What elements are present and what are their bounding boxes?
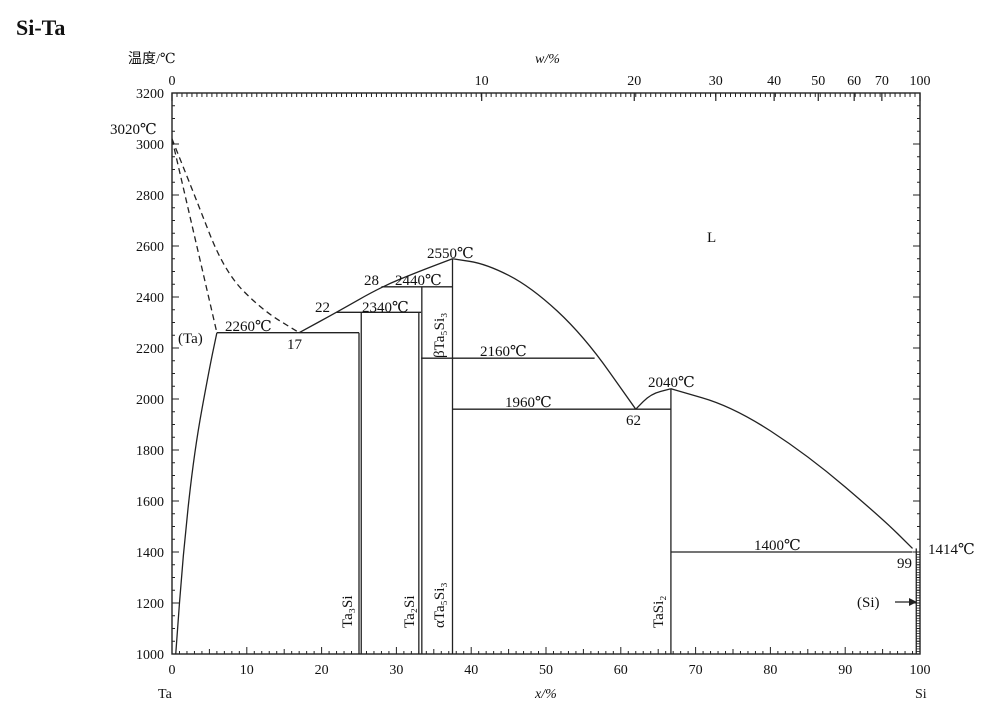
- y-axis-label: 温度/℃: [128, 51, 176, 67]
- top-tick-label: 20: [627, 74, 641, 89]
- phase-alpha-ta5si3: αTa₅Si₃: [432, 582, 448, 628]
- ta-solid-phase: (Ta): [178, 331, 203, 347]
- phase-boundary-line: [175, 332, 218, 655]
- si-melting-point: 1414℃: [928, 542, 975, 558]
- y-tick-label: 3000: [136, 138, 164, 153]
- y-tick-labels: 1000 1200 1400 1600 1800 2000 2200 2400 2600 2800…: [136, 87, 164, 663]
- top-tick-label: 0: [169, 74, 176, 89]
- top-tick-label: 30: [709, 74, 723, 89]
- right-element-label: Si: [915, 687, 927, 702]
- dashed-boundary-line: [171, 138, 218, 333]
- y-tick-label: 1800: [136, 444, 164, 459]
- peritectic-2340: 2340℃: [362, 300, 409, 316]
- phase-tasi2: TaSi₂: [651, 595, 667, 628]
- composition-28: 28: [364, 273, 379, 289]
- peritectic-2440: 2440℃: [395, 273, 442, 289]
- y-tick-label: 2600: [136, 240, 164, 255]
- composition-99: 99: [897, 556, 912, 572]
- x-tick-label: 60: [614, 663, 628, 678]
- top-tick-label: 10: [475, 74, 489, 89]
- bottom-axis-label: x/%: [534, 687, 557, 702]
- top-axis-label: w/%: [535, 52, 560, 67]
- y-tick-label: 2800: [136, 189, 164, 204]
- phase-ta3si: Ta₃Si: [340, 595, 356, 628]
- eutectic-1400: 1400℃: [754, 538, 801, 554]
- phase-boundaries: [171, 138, 917, 655]
- x-tick-label: 10: [240, 663, 254, 678]
- top-tick-label: 60: [847, 74, 861, 89]
- phase-beta-ta5si3: βTa₅Si₃: [432, 313, 448, 358]
- eutectic-1960: 1960℃: [505, 395, 552, 411]
- x-tick-label: 70: [689, 663, 703, 678]
- x-tick-label: 50: [539, 663, 553, 678]
- y-tick-label: 1200: [136, 597, 164, 612]
- y-tick-label: 1400: [136, 546, 164, 561]
- congruent-2550: 2550℃: [427, 246, 474, 262]
- composition-17: 17: [287, 337, 303, 353]
- y-tick-label: 3200: [136, 87, 164, 102]
- y-tick-label: 1000: [136, 648, 164, 663]
- transition-2160: 2160℃: [480, 344, 527, 360]
- x-tick-label: 20: [315, 663, 329, 678]
- y-tick-label: 2000: [136, 393, 164, 408]
- dashed-boundary-line: [171, 138, 300, 334]
- y-tick-label: 1600: [136, 495, 164, 510]
- top-tick-label: 40: [767, 74, 781, 89]
- top-tick-label: 70: [875, 74, 889, 89]
- y-tick-label: 2400: [136, 291, 164, 306]
- x-tick-label: 0: [169, 663, 176, 678]
- top-tick-label: 100: [910, 74, 931, 89]
- composition-62: 62: [626, 413, 641, 429]
- phase-boundary-line: [670, 388, 913, 549]
- top-tick-labels: 0 10 20 30 40 50 60 70 100: [169, 74, 931, 89]
- top-tick-label: 50: [811, 74, 825, 89]
- ta-melting-point: 3020℃: [110, 122, 157, 138]
- x-tick-label: 40: [464, 663, 478, 678]
- liquid-label: L: [707, 230, 716, 246]
- si-solid-phase: (Si): [857, 595, 880, 611]
- phase-boundary-line: [298, 258, 453, 334]
- plot-frame: [171, 92, 921, 655]
- x-tick-label: 90: [838, 663, 852, 678]
- y-tick-label: 2200: [136, 342, 164, 357]
- phase-boundary-line: [635, 388, 672, 410]
- x-tick-label: 30: [389, 663, 403, 678]
- x-tick-label: 80: [763, 663, 777, 678]
- left-element-label: Ta: [158, 687, 173, 702]
- si-phase-arrow: [895, 598, 917, 606]
- diagram-title: Si-Ta: [16, 15, 65, 40]
- axis-ticks: [171, 92, 921, 655]
- x-tick-labels: 0 10 20 30 40 50 60 70 80 90 100: [169, 663, 931, 678]
- phase-boundary-line: [452, 258, 637, 410]
- phase-ta2si: Ta₂Si: [402, 595, 418, 628]
- composition-22: 22: [315, 300, 330, 316]
- x-tick-label: 100: [910, 663, 931, 678]
- congruent-2040: 2040℃: [648, 375, 695, 391]
- peritectic-2260: 2260℃: [225, 319, 272, 335]
